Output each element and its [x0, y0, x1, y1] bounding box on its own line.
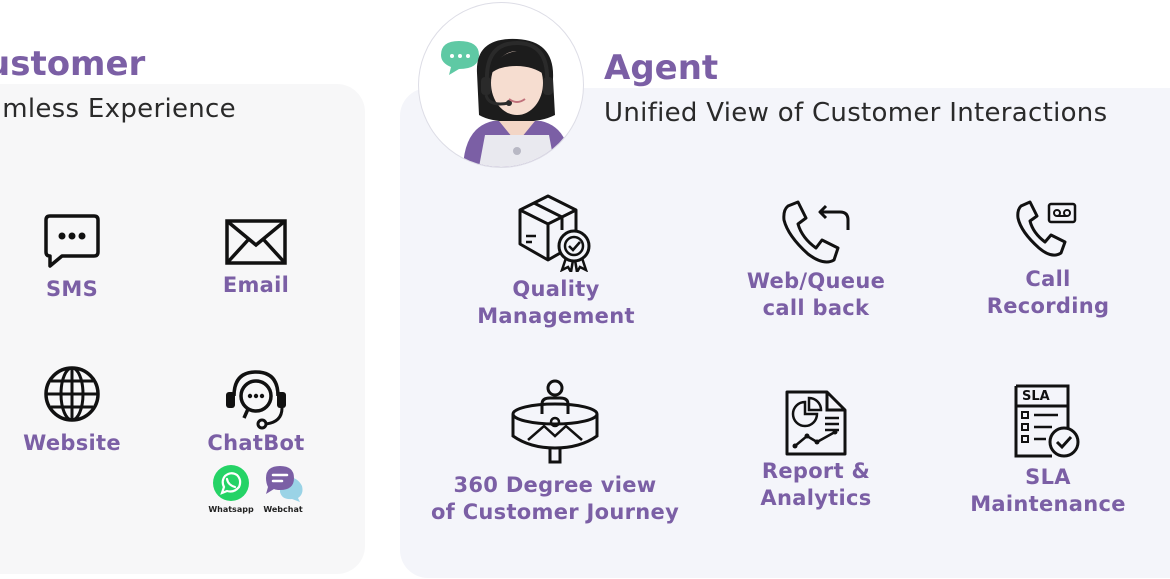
agent-subtitle: Unified View of Customer Interactions	[604, 98, 1108, 128]
agent-headset-avatar	[441, 38, 571, 167]
customer-panel	[0, 84, 365, 574]
whatsapp-label: Whatsapp	[208, 505, 254, 514]
sla-label-2: Maintenance	[970, 492, 1126, 516]
phone-callback-icon	[782, 200, 850, 264]
sla-icon-text: SLA	[1022, 389, 1050, 404]
feature-sla-maintenance: SLA SLA Maintenance	[958, 382, 1138, 518]
callback-label-2: call back	[762, 296, 870, 320]
agent-avatar	[418, 2, 584, 168]
report-label-1: Report &	[761, 459, 871, 483]
feature-call-recording: Call Recording	[958, 198, 1138, 320]
sms-label: SMS	[45, 277, 99, 301]
recording-label-2: Recording	[986, 294, 1110, 318]
quality-label-1: Quality	[512, 277, 600, 301]
website-label: Website	[23, 431, 121, 455]
360-label-1: 360 Degree view	[453, 473, 657, 497]
report-analytics-icon	[785, 390, 847, 456]
feature-report-analytics: Report & Analytics	[726, 388, 906, 512]
agent-title: Agent	[604, 48, 719, 88]
chatbot-channel-webchat: Webchat	[258, 464, 308, 514]
envelope-icon	[225, 219, 287, 265]
chatbot-headset-icon	[226, 370, 286, 430]
webchat-icon	[266, 466, 303, 502]
feature-quality-management: Quality Management	[466, 190, 646, 330]
sla-label-1: SLA	[1025, 465, 1071, 489]
chatbot-label: ChatBot	[207, 431, 305, 455]
360-label-2: of Customer Journey	[430, 500, 680, 524]
webchat-label: Webchat	[263, 505, 303, 514]
feature-web-queue-callback: Web/Queue call back	[726, 198, 906, 322]
channel-chatbot: ChatBot	[204, 366, 308, 457]
sla-checklist-icon: SLA	[1014, 384, 1080, 458]
feature-360-view: 360 Degree view of Customer Journey	[430, 378, 680, 526]
quality-box-badge-icon	[518, 194, 591, 272]
channel-website: Website	[20, 364, 124, 457]
channel-sms: SMS	[30, 212, 114, 303]
email-label: Email	[222, 273, 290, 297]
callback-label-1: Web/Queue	[746, 269, 886, 293]
phone-recording-icon	[1016, 200, 1077, 257]
recording-label-1: Call	[1025, 267, 1071, 291]
globe-icon	[44, 366, 100, 422]
customer-title: ustomer	[0, 44, 146, 84]
channel-email: Email	[214, 218, 298, 299]
whatsapp-icon	[213, 465, 249, 501]
quality-label-2: Management	[477, 304, 635, 328]
report-label-2: Analytics	[760, 486, 872, 510]
customer-subtitle: amless Experience	[0, 94, 236, 124]
agent-panel	[400, 88, 1170, 578]
sms-chat-bubble-icon	[44, 214, 100, 268]
chatbot-channel-whatsapp: Whatsapp	[206, 464, 256, 514]
360-view-icon	[511, 379, 599, 464]
